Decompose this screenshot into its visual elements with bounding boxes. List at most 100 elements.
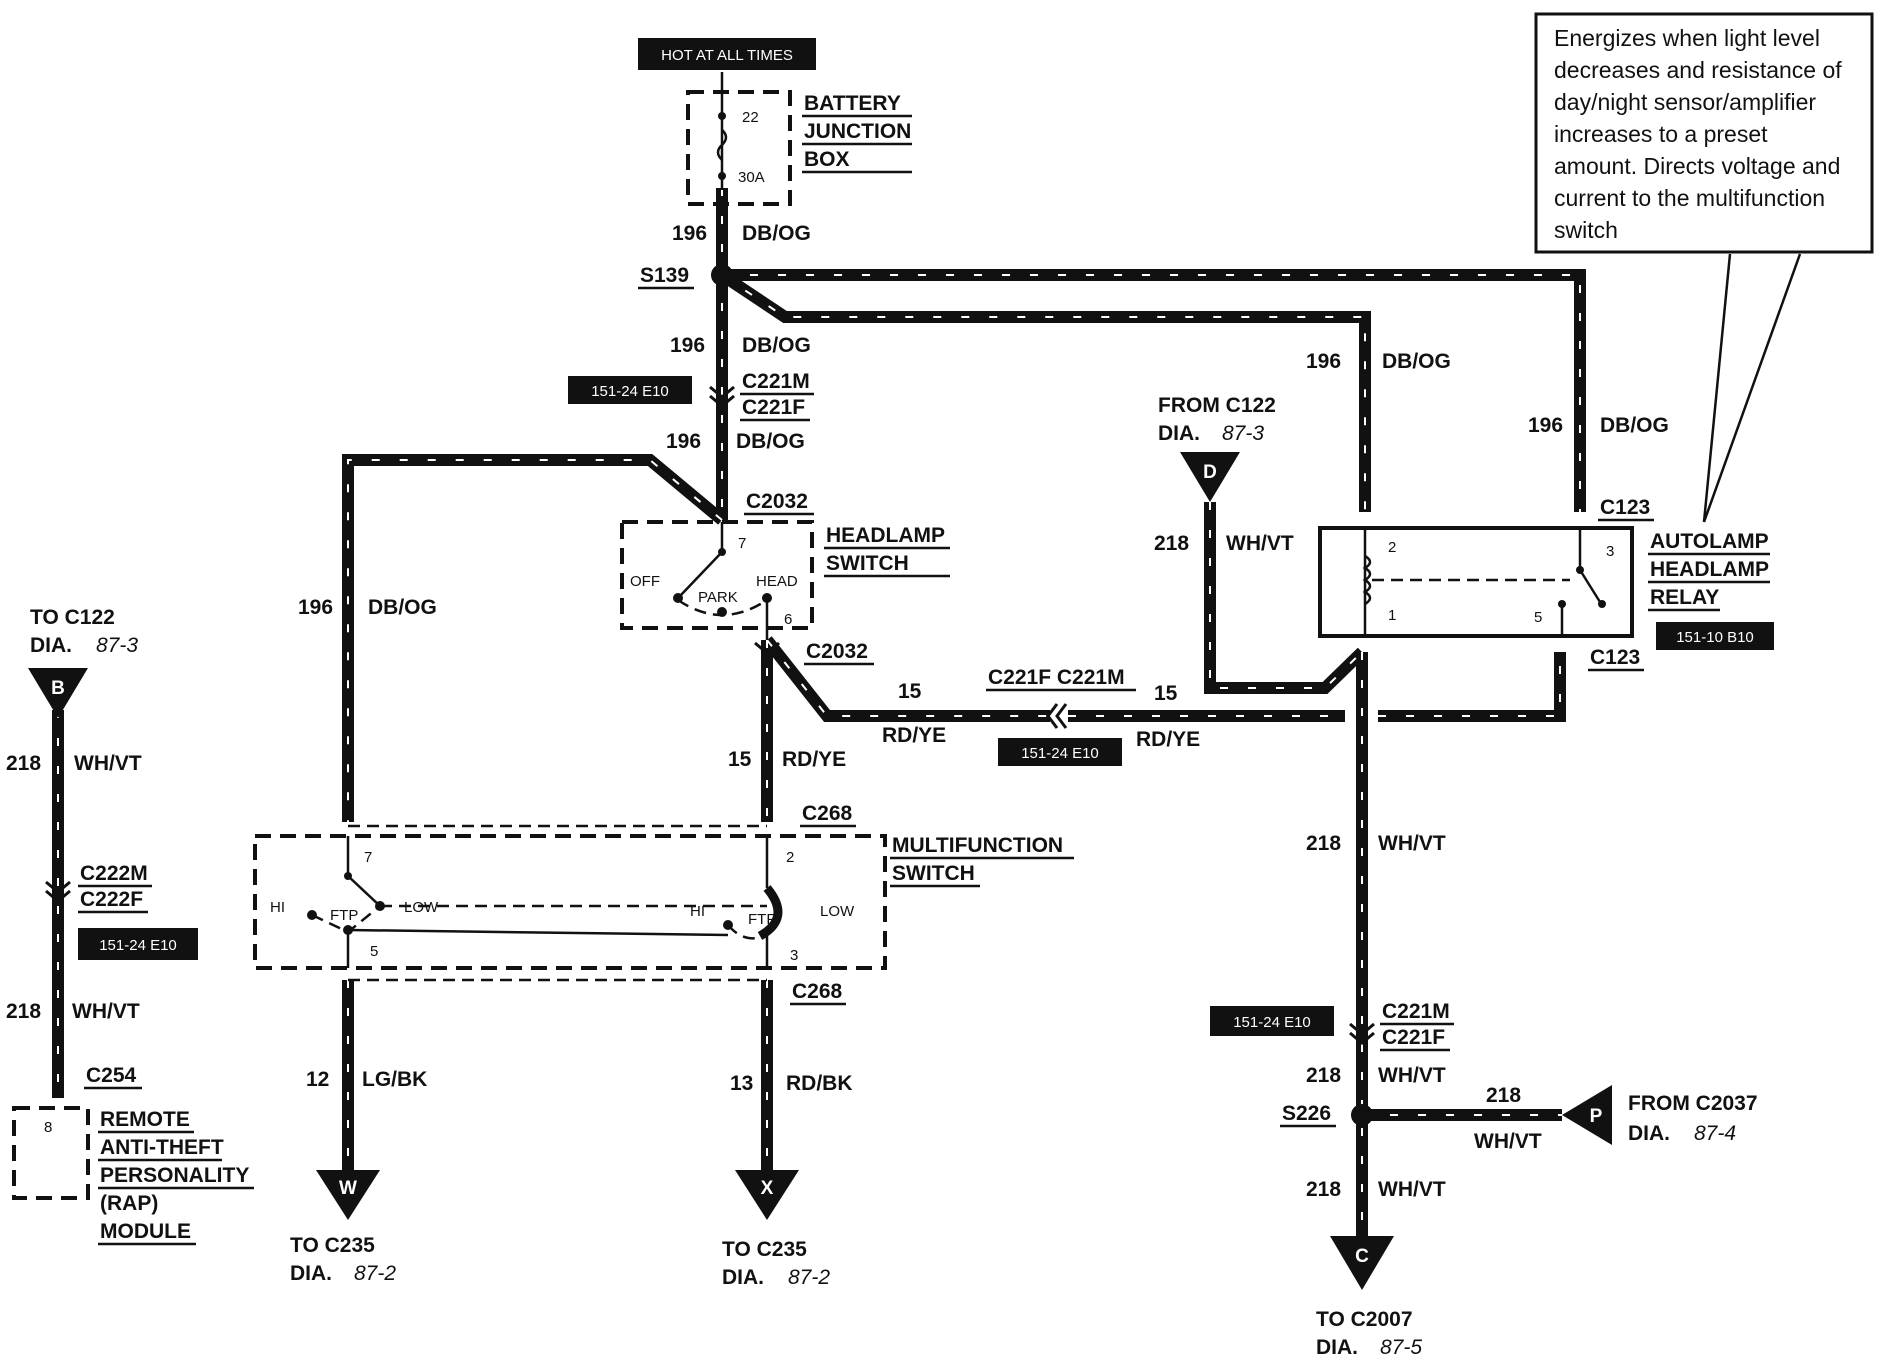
- diagram-label: FROM C2037: [1628, 1092, 1758, 1115]
- diagram-label: DB/OG: [1382, 350, 1451, 373]
- diagram-label: DB/OG: [368, 596, 437, 619]
- diagram-label: increases to a preset: [1554, 121, 1768, 147]
- diagram-label: 151-24 E10: [591, 383, 669, 400]
- s226-splice-dot: [1351, 1104, 1373, 1126]
- diagram-label: switch: [1554, 217, 1618, 243]
- diagram-label: 218: [1486, 1084, 1521, 1107]
- diagram-label: RELAY: [1650, 586, 1719, 609]
- diagram-label: 87-4: [1694, 1122, 1736, 1145]
- autolamp-headlamp-relay: 2 1 3 5 AUTOLAMP HEADLAMP RELAY 151-10 B…: [1318, 526, 1774, 650]
- diagram-label: W: [339, 1178, 357, 1199]
- diagram-label: 196: [670, 334, 705, 357]
- diagram-label: LOW: [820, 903, 855, 920]
- diagram-label: ANTI-THEFT: [100, 1136, 224, 1159]
- diagram-label: 15: [898, 680, 922, 703]
- diagram-label: C2032: [806, 640, 868, 663]
- diagram-label: 151-24 E10: [99, 937, 177, 954]
- diagram-label: 196: [672, 222, 707, 245]
- diagram-label: WH/VT: [1474, 1130, 1542, 1153]
- diagram-label: C221F: [1382, 1026, 1445, 1049]
- reference-arrows: B D W X C P: [28, 452, 1612, 1290]
- diagram-label: SWITCH: [892, 862, 975, 885]
- diagram-label: 5: [370, 943, 378, 960]
- diagram-label: day/night sensor/amplifier: [1554, 89, 1816, 115]
- diagram-label: C221M: [742, 370, 810, 393]
- diagram-label: FROM C122: [1158, 394, 1276, 417]
- s139-label: S139: [640, 264, 689, 287]
- diagram-label: (RAP): [100, 1192, 158, 1215]
- ref-x-triangle-icon: [735, 1170, 799, 1220]
- diagram-label: WH/VT: [1378, 832, 1446, 855]
- c221-mid-chevron: [1046, 703, 1068, 729]
- diagram-label: 87-5: [1380, 1336, 1422, 1359]
- wire-network: [52, 188, 1586, 1245]
- diagram-label: RD/YE: [882, 724, 946, 747]
- diagram-label: C221F: [742, 396, 805, 419]
- annotation-callout: Energizes when light level decreases and…: [1534, 12, 1874, 523]
- ref-b-triangle-icon: [28, 668, 88, 718]
- diagram-label: DB/OG: [1600, 414, 1669, 437]
- diagram-label: 7: [364, 849, 372, 866]
- diagram-label: WH/VT: [72, 1000, 140, 1023]
- diagram-label: WH/VT: [1378, 1064, 1446, 1087]
- diagram-label: 2: [1388, 539, 1396, 556]
- diagram-label: 151-24 E10: [1233, 1014, 1311, 1031]
- diagram-label: DB/OG: [736, 430, 805, 453]
- diagram-label: LG/BK: [362, 1068, 427, 1091]
- s226-label: S226: [1282, 1102, 1331, 1125]
- diagram-label: amount. Directs voltage and: [1554, 153, 1840, 179]
- s139-splice-dot: [711, 264, 733, 286]
- c221-upper-chevron: [709, 385, 735, 408]
- diagram-label: HI: [690, 903, 705, 920]
- reference-labels: TO C122 DIA. 87-3 FROM C122 DIA. 87-3 TO…: [30, 394, 1758, 1359]
- diagram-label: Energizes when light level: [1554, 25, 1820, 51]
- diagram-label: 218: [6, 1000, 41, 1023]
- wire-196-c2032-mfs-pin7: [342, 454, 726, 822]
- diagram-label: C268: [802, 802, 853, 825]
- diagram-label: WH/VT: [74, 752, 142, 775]
- diagram-label: 8: [44, 1119, 52, 1136]
- diagram-label: TO C235: [722, 1238, 807, 1261]
- diagram-label: 87-2: [788, 1266, 830, 1289]
- wire-15-relay-pin5: [1378, 652, 1566, 722]
- diagram-label: C: [1355, 1246, 1369, 1267]
- diagram-label: 218: [1154, 532, 1189, 555]
- wire-218-d-relay: [1204, 502, 1367, 694]
- ref-w-triangle-icon: [316, 1170, 380, 1220]
- battery-junction-box: HOT AT ALL TIMES 22 30A BATTERY JUNCTION…: [638, 38, 912, 206]
- diagram-label: 1: [1388, 607, 1396, 624]
- diagram-label: HEADLAMP: [1650, 558, 1769, 581]
- diagram-label: D: [1203, 462, 1217, 483]
- diagram-label: TO C122: [30, 606, 115, 629]
- diagram-label: DB/OG: [742, 334, 811, 357]
- wire-196-s139-relay-pin3: [722, 269, 1586, 512]
- diagram-label: C222M: [80, 862, 148, 885]
- diagram-label: B: [51, 678, 65, 699]
- headlamp-switch: 7 6 OFF PARK HEAD HEADLAMP SWITCH: [620, 520, 950, 640]
- diagram-label: 196: [298, 596, 333, 619]
- diagram-label: JUNCTION: [804, 120, 911, 143]
- diagram-label: DIA.: [1158, 422, 1200, 445]
- diagram-label: 6: [784, 611, 792, 628]
- diagram-label: C254: [86, 1064, 137, 1087]
- diagram-label: 87-3: [1222, 422, 1264, 445]
- diagram-label: 7: [738, 535, 746, 552]
- diagram-label: 218: [1306, 832, 1341, 855]
- diagram-label: DIA.: [722, 1266, 764, 1289]
- diagram-label: C222F: [80, 888, 143, 911]
- c222-chevron: [45, 880, 71, 903]
- diagram-label: 13: [730, 1072, 753, 1095]
- ref-p-triangle-icon: [1562, 1085, 1612, 1145]
- diagram-label: 218: [1306, 1064, 1341, 1087]
- connector-labels: S139 S226 C221M C221F C2032 C2032 C221F …: [78, 264, 1654, 1128]
- diagram-label: 196: [1528, 414, 1563, 437]
- diagram-label: current to the multifunction: [1554, 185, 1825, 211]
- diagram-label: RD/BK: [786, 1072, 853, 1095]
- relay-title: AUTOLAMP: [1650, 530, 1769, 553]
- diagram-label: DIA.: [1316, 1336, 1358, 1359]
- diagram-label: SWITCH: [826, 552, 909, 575]
- diagram-label: WH/VT: [1378, 1178, 1446, 1201]
- diagram-label: MODULE: [100, 1220, 191, 1243]
- diagram-label: decreases and resistance of: [1554, 57, 1842, 83]
